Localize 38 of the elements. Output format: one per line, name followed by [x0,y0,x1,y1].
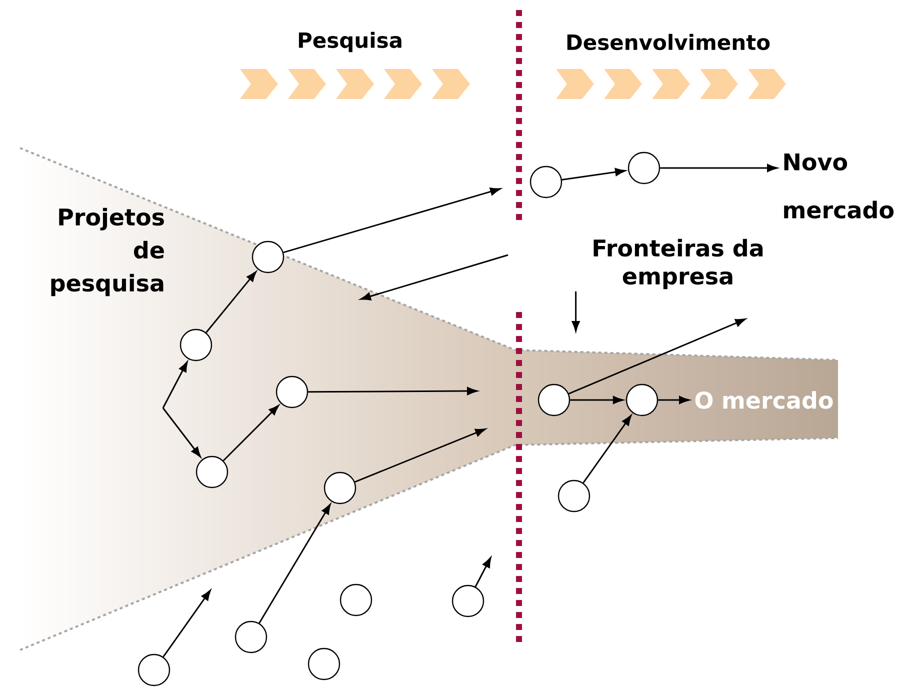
circle [138,654,170,686]
circle [252,240,284,274]
arrow [308,387,478,396]
label-text: O mercado [695,391,833,409]
circle [234,620,268,654]
label-text: Fronteiras da empresa [594,238,763,290]
circle [628,152,660,184]
arrow [206,271,256,334]
label-text: Projetos de pesquisa [51,208,164,296]
arrow [283,188,501,254]
circle [180,328,212,362]
circle [626,384,658,416]
circle [558,480,590,512]
circle [538,384,570,416]
arrow [222,404,280,462]
circle [196,456,228,488]
arrow [658,396,690,404]
circle [452,584,484,618]
heading: Pesquisa [298,32,402,52]
arrow [162,590,211,658]
heading: Desenvolvimento [567,34,770,50]
circle [308,648,340,680]
arrow [162,361,188,408]
circle [530,166,562,198]
arrow [354,428,486,483]
circle [276,376,308,408]
arrow [568,318,746,394]
circle [324,472,356,504]
arrow [562,168,626,180]
arrow [570,396,624,404]
label-text: Novo mercado [784,153,894,219]
arrow [474,557,492,588]
arrow [660,164,778,172]
arrow [258,504,331,624]
circle [340,584,372,616]
arrow [572,291,580,332]
arrow [582,415,632,484]
arrow [162,408,201,458]
